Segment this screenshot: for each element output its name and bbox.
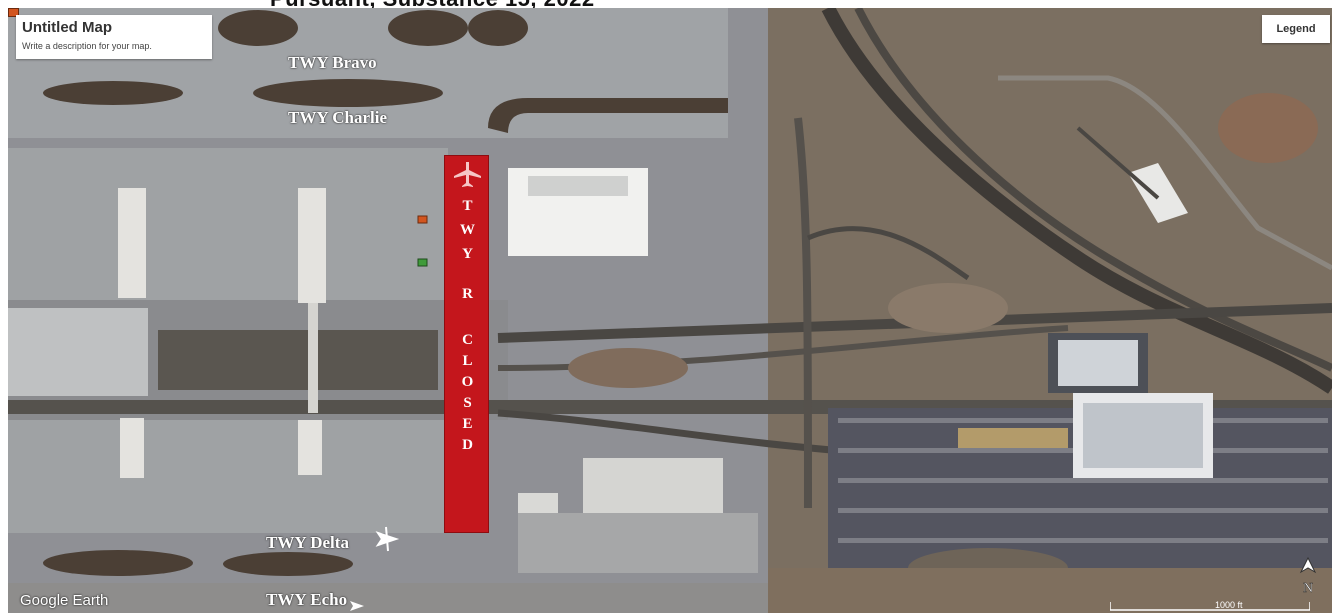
label-twy-delta: TWY Delta <box>266 533 349 552</box>
closure-letter: L <box>462 353 473 369</box>
scale-bar: 1000 ft <box>1110 600 1310 611</box>
layer-marker-icon <box>8 8 19 17</box>
airplane-icon <box>350 601 364 611</box>
closure-letter: C <box>462 332 473 348</box>
map-title-panel[interactable]: Untitled Map Write a description for you… <box>16 15 212 59</box>
closure-letter: D <box>462 437 473 453</box>
map-title[interactable]: Untitled Map <box>22 19 112 36</box>
satellite-imagery <box>8 8 1332 613</box>
label-twy-charlie: TWY Charlie <box>288 108 388 127</box>
scale-label: 1000 ft <box>1215 600 1243 610</box>
google-earth-attribution: Google Earth <box>20 592 109 609</box>
map-description[interactable]: Write a description for your map. <box>22 41 152 51</box>
airplane-icon <box>454 162 481 187</box>
closure-letter: T <box>462 198 473 214</box>
closure-letter: W <box>460 222 475 238</box>
closure-letter: Y <box>462 246 473 262</box>
legend-button[interactable]: Legend <box>1262 15 1330 43</box>
green-marker-icon[interactable] <box>417 258 428 267</box>
north-label: N <box>1303 581 1313 596</box>
red-marker-icon[interactable] <box>417 215 428 224</box>
airplane-icon <box>375 526 400 552</box>
satellite-map[interactable] <box>8 8 1332 613</box>
closure-letter: R <box>462 286 473 302</box>
label-twy-echo: TWY Echo <box>266 590 348 609</box>
closure-letter: E <box>462 416 473 432</box>
page-header-cut: Pursuant, Substance 15, 2022 <box>270 0 595 12</box>
label-twy-bravo: TWY Bravo <box>288 53 377 72</box>
north-arrow-icon: N <box>1299 556 1317 596</box>
closure-letter: S <box>463 395 472 411</box>
taxiway-closed-banner: T W Y R C L O S E D <box>444 155 489 533</box>
closure-letter: O <box>461 374 474 390</box>
